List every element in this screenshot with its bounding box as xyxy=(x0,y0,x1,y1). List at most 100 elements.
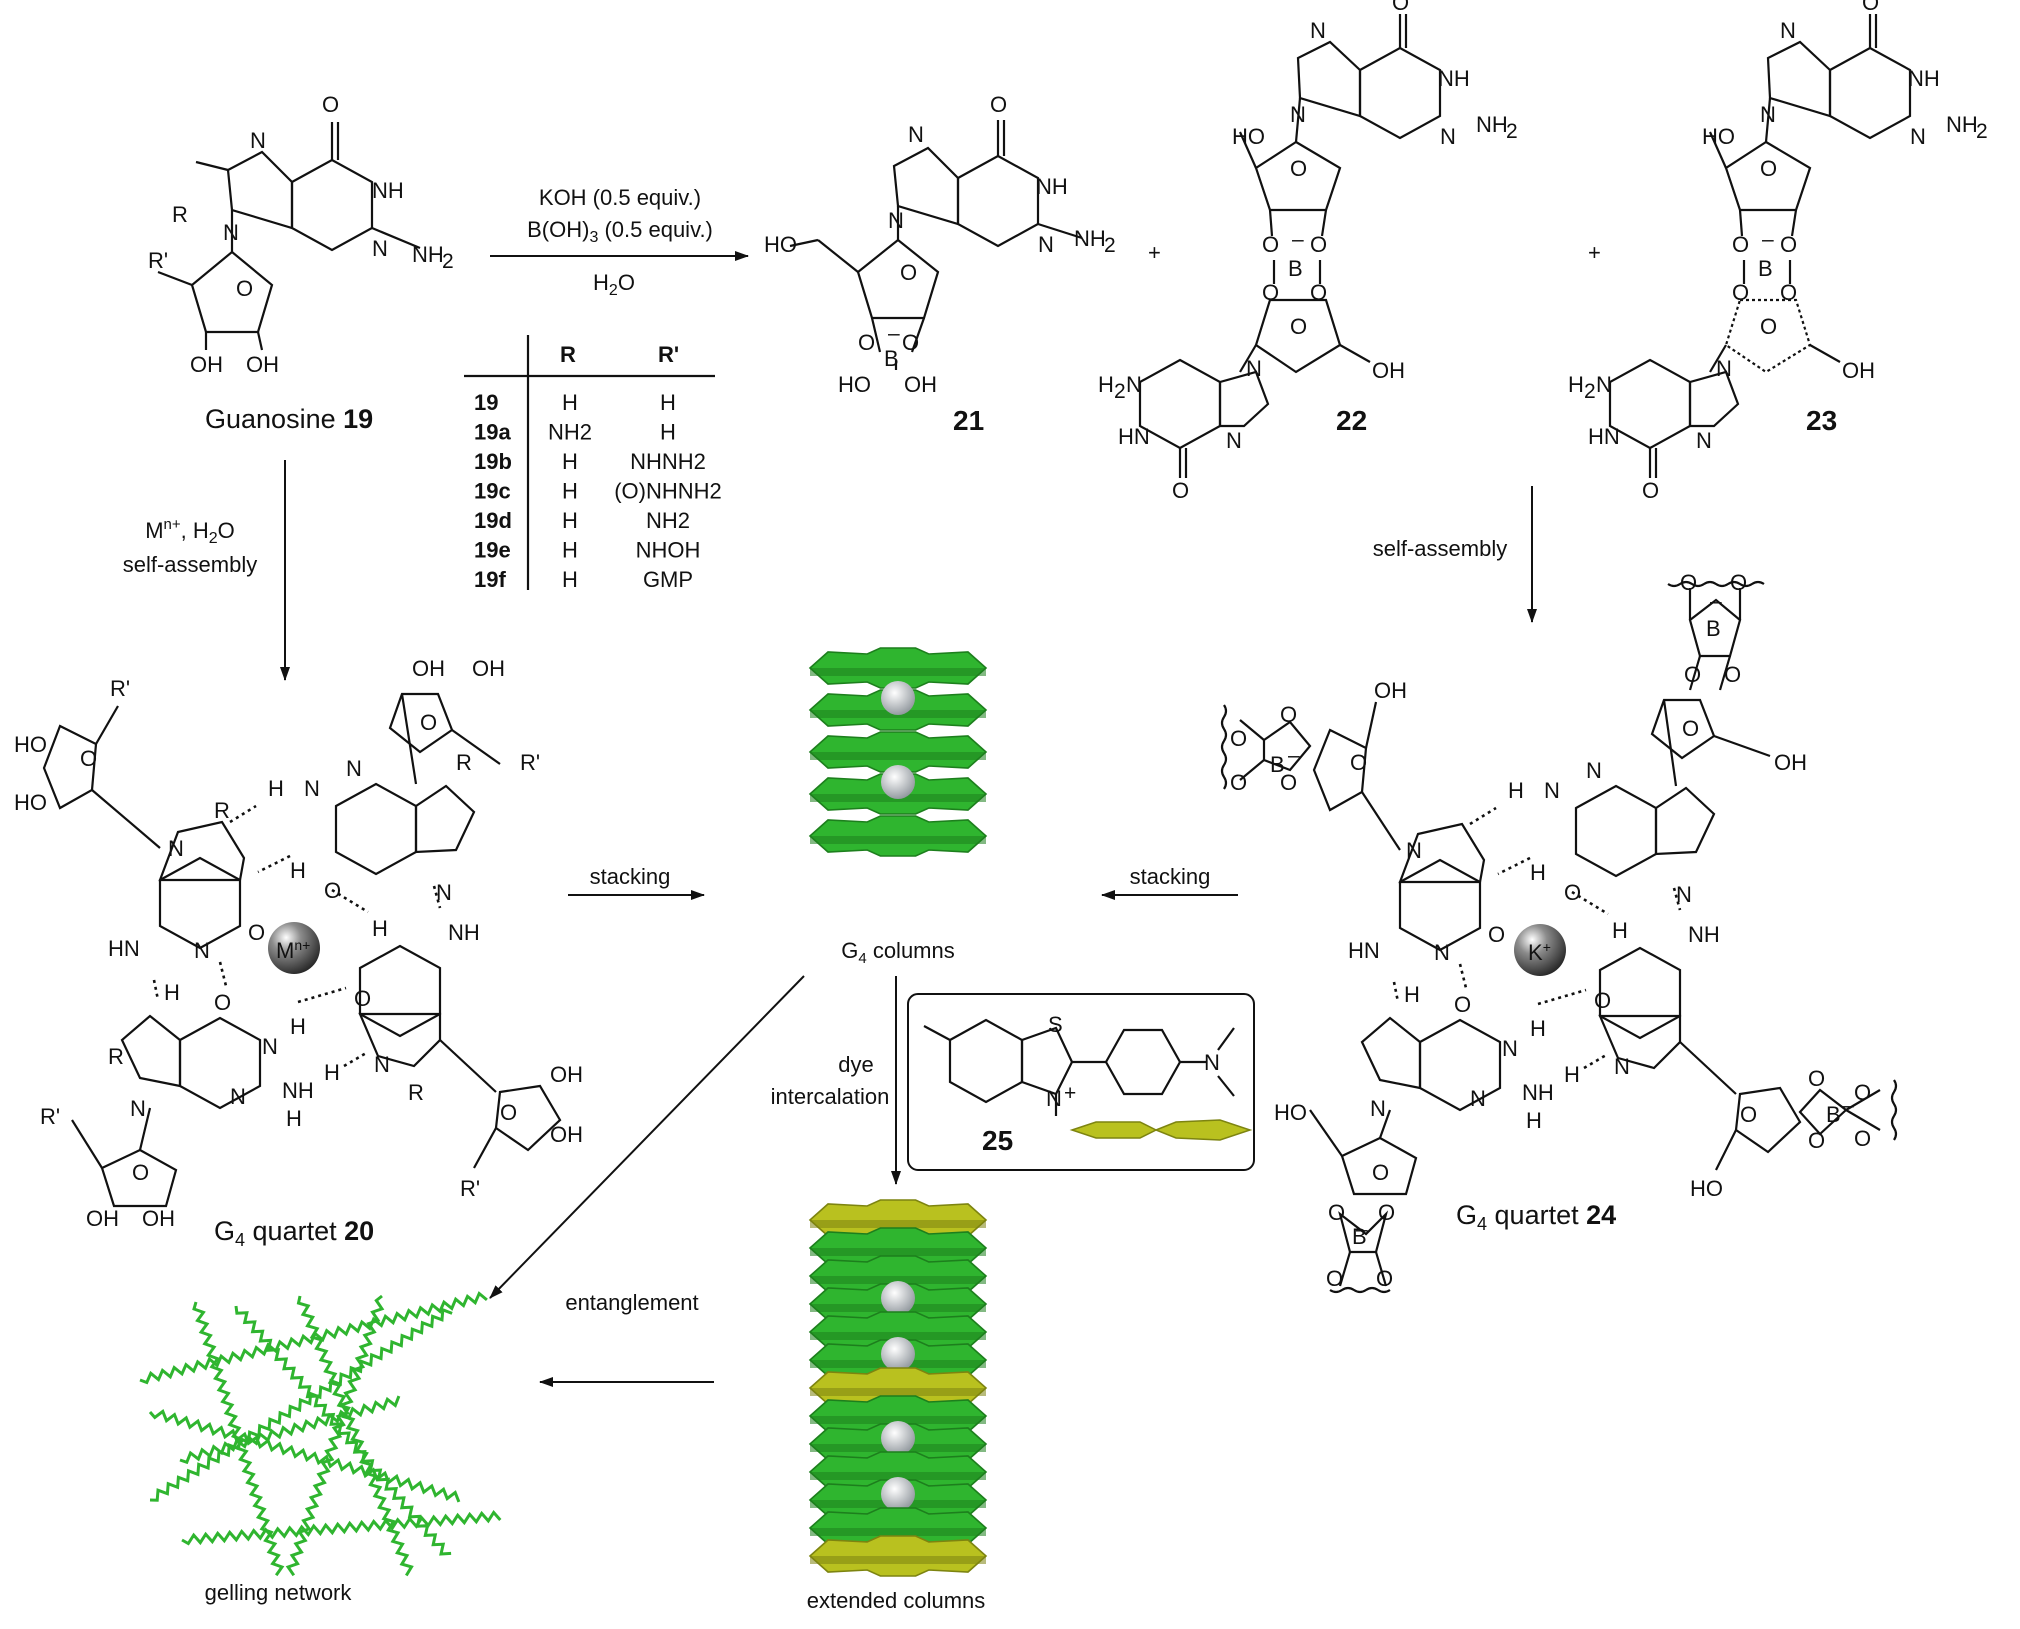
svg-text:N: N xyxy=(262,1034,278,1059)
cation-ball xyxy=(881,765,915,799)
compound-22-label: 22 xyxy=(1336,405,1367,436)
table-cell-r: H xyxy=(562,567,578,592)
svg-text:N: N xyxy=(1780,18,1796,43)
svg-text:HN: HN xyxy=(1348,938,1380,963)
reagent-boric-acid: B(OH)3 (0.5 equiv.) xyxy=(527,217,713,246)
svg-text:O: O xyxy=(1328,1200,1345,1225)
thioflavin-dye-box: S N + N 25 xyxy=(907,993,1255,1171)
svg-text:HO: HO xyxy=(14,790,47,815)
svg-text:N: N xyxy=(168,836,184,861)
g4-layer-edge xyxy=(810,1332,986,1340)
reagent-water: H2O xyxy=(593,270,635,299)
svg-text:O: O xyxy=(1378,1200,1395,1225)
svg-text:–: – xyxy=(888,322,900,345)
cation-ball xyxy=(881,1477,915,1511)
arrow-label-self-assembly-right: self-assembly xyxy=(1373,536,1507,561)
svg-text:R: R xyxy=(214,798,230,823)
gel-fibre xyxy=(234,1305,452,1556)
svg-text:H: H xyxy=(372,916,388,941)
gel-fibre xyxy=(296,1295,414,1577)
table-cell-id: 19f xyxy=(474,567,506,592)
svg-text:N: N xyxy=(1226,428,1242,453)
table-cell-rp: H xyxy=(660,390,676,415)
svg-text:–: – xyxy=(1762,228,1774,251)
svg-text:O: O xyxy=(214,990,231,1015)
svg-text:O: O xyxy=(1280,702,1297,727)
arrow-label-self-assembly-left: self-assembly xyxy=(123,552,257,577)
g4-layer-edge xyxy=(810,752,986,760)
g4-columns-graphic xyxy=(808,647,988,857)
svg-text:O: O xyxy=(900,260,917,285)
svg-text:N: N xyxy=(130,1096,146,1121)
svg-text:–: – xyxy=(1356,1218,1368,1241)
potassium-ion-label: K+ xyxy=(1528,939,1551,965)
svg-text:–: – xyxy=(1842,1094,1854,1117)
svg-text:O: O xyxy=(248,920,265,945)
svg-text:HO: HO xyxy=(1690,1176,1723,1201)
compound-22-structure: O NH N NH 2 N N HO O O O B – O O O OH N … xyxy=(1098,0,1518,503)
direct-entanglement-arrow xyxy=(489,975,805,1299)
svg-text:R': R' xyxy=(110,676,130,701)
svg-text:N: N xyxy=(1290,102,1306,127)
table-cell-rp: NH2 xyxy=(646,508,690,533)
svg-text:NH: NH xyxy=(1074,226,1106,251)
svg-text:O: O xyxy=(500,1100,517,1125)
svg-text:N: N xyxy=(1310,18,1326,43)
g4-layer-edge xyxy=(810,836,986,844)
svg-text:R: R xyxy=(172,202,188,227)
svg-text:H: H xyxy=(1564,1062,1580,1087)
svg-text:R: R xyxy=(108,1044,124,1069)
svg-text:OH: OH xyxy=(246,352,279,377)
dye-layer-edge xyxy=(810,1388,986,1396)
svg-text:H: H xyxy=(286,1106,302,1131)
potassium-ion-sphere xyxy=(1514,924,1566,976)
svg-text:–: – xyxy=(1288,744,1300,767)
svg-text:R': R' xyxy=(40,1104,60,1129)
svg-text:HN: HN xyxy=(1118,424,1150,449)
svg-text:HO: HO xyxy=(1702,124,1735,149)
table-cell-id: 19e xyxy=(474,538,511,563)
table-head-r: R xyxy=(560,342,576,367)
svg-text:O: O xyxy=(324,878,341,903)
svg-text:OH: OH xyxy=(472,656,505,681)
table-row: 19f H GMP xyxy=(474,567,693,592)
svg-text:O: O xyxy=(1230,770,1247,795)
svg-text:NH: NH xyxy=(1036,174,1068,199)
svg-text:H: H xyxy=(1530,860,1546,885)
table-cell-rp: GMP xyxy=(643,567,693,592)
svg-text:NH: NH xyxy=(1946,112,1978,137)
svg-text:N: N xyxy=(372,236,388,261)
svg-text:R: R xyxy=(408,1080,424,1105)
svg-text:N: N xyxy=(1470,1086,1486,1111)
arrow-label-metal-water: Mn+, H2O xyxy=(145,516,235,547)
svg-text:N: N xyxy=(1038,232,1054,257)
svg-text:N: N xyxy=(888,208,904,233)
svg-text:HN: HN xyxy=(108,936,140,961)
svg-text:O: O xyxy=(1780,280,1797,305)
dye-layer-edge xyxy=(810,1220,986,1228)
svg-text:N: N xyxy=(1696,428,1712,453)
g4-columns-label: G4 columns xyxy=(841,938,955,967)
svg-text:O: O xyxy=(1290,314,1307,339)
svg-text:HO: HO xyxy=(838,372,871,397)
gel-fibre xyxy=(285,1294,385,1577)
svg-text:HO: HO xyxy=(1232,124,1265,149)
cation-ball xyxy=(881,1281,915,1315)
g4-layer-edge xyxy=(810,1472,986,1480)
svg-text:N: N xyxy=(230,1084,246,1109)
g4-layer-edge xyxy=(810,668,986,676)
extended-columns-graphic xyxy=(808,1199,988,1577)
svg-text:2: 2 xyxy=(1114,380,1126,403)
svg-text:O: O xyxy=(1594,988,1611,1013)
svg-text:R: R xyxy=(456,750,472,775)
svg-text:B: B xyxy=(1758,256,1773,281)
svg-text:B: B xyxy=(1826,1102,1841,1127)
svg-text:O: O xyxy=(1280,770,1297,795)
g4-layer-edge xyxy=(810,1248,986,1256)
svg-text:H: H xyxy=(268,776,284,801)
svg-text:NH: NH xyxy=(1476,112,1508,137)
compound-21-structure: O NH N NH 2 N N HO O O O B – HO OH xyxy=(764,92,1116,397)
svg-text:O: O xyxy=(1172,478,1189,503)
